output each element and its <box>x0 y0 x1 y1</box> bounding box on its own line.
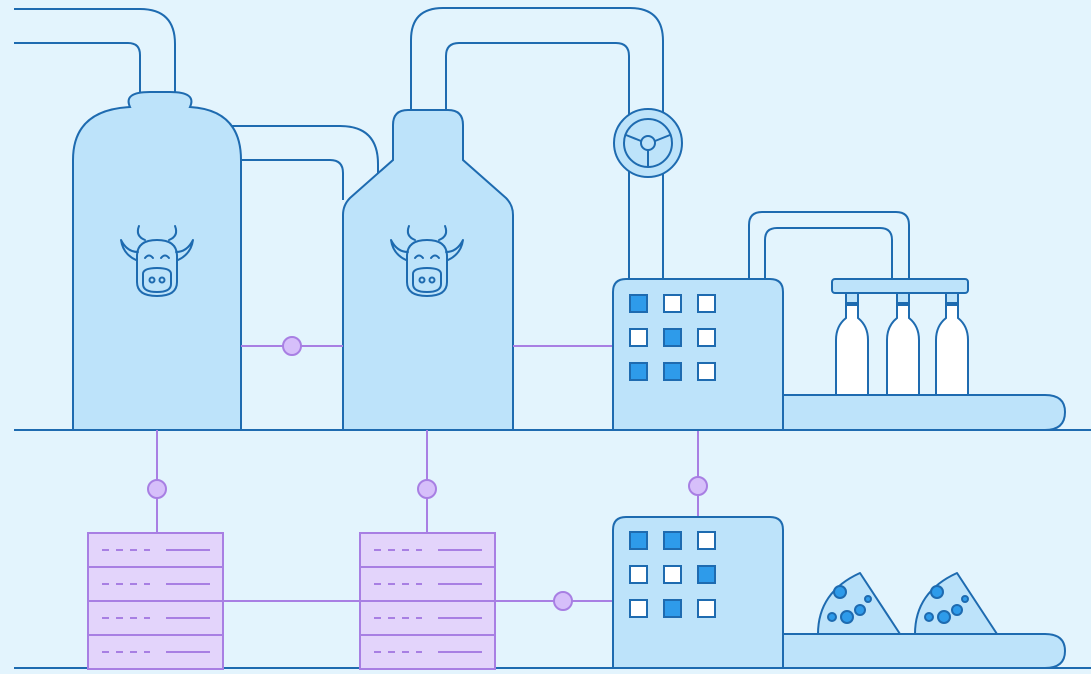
valve-spokes <box>625 134 671 166</box>
pipe-segment <box>445 42 630 279</box>
control-panel-body <box>612 278 784 431</box>
indicator-light <box>663 565 682 584</box>
pipe-segment <box>764 227 893 279</box>
network-node <box>417 479 437 499</box>
cheese-hole <box>937 610 951 624</box>
cow-nostril <box>418 276 426 284</box>
cheese-wedge-icon <box>914 572 998 635</box>
cheese-hole <box>951 604 963 616</box>
pipe-segment <box>229 125 379 180</box>
indicator-light <box>697 531 716 550</box>
cheese-hole <box>930 585 944 599</box>
indicator-grid <box>629 531 716 618</box>
indicator-light <box>663 362 682 381</box>
indicator-light <box>629 362 648 381</box>
milk-bottle-icon <box>835 304 869 396</box>
pipe-segment <box>14 42 141 95</box>
cow-ear <box>175 239 194 261</box>
tank-body <box>72 91 242 431</box>
pipe-segment <box>241 159 344 200</box>
cow-horn <box>438 225 448 241</box>
bottling-machine <box>612 278 1067 431</box>
pipe-segment <box>748 211 910 279</box>
indicator-light <box>697 565 716 584</box>
cow-snout <box>412 267 442 293</box>
network-node <box>282 336 302 356</box>
network-node <box>147 479 167 499</box>
cow-ear <box>390 239 409 261</box>
server-racks <box>87 532 496 670</box>
cow-nostril <box>148 276 156 284</box>
cheese-hole <box>854 604 866 616</box>
indicator-grid <box>629 294 716 381</box>
indicator-light <box>629 328 648 347</box>
tank-body <box>342 109 514 431</box>
cheese-hole <box>833 585 847 599</box>
cheese-hole <box>961 595 969 603</box>
cow-horn <box>406 225 416 241</box>
filler-nozzle <box>845 292 859 304</box>
cow-ear <box>120 239 139 261</box>
network-nodes <box>147 336 708 611</box>
server-rack-icon <box>87 532 224 670</box>
milk-bottle-icon <box>886 304 920 396</box>
cheese-hole <box>864 595 872 603</box>
cow-eye <box>414 254 424 259</box>
indicator-light <box>663 328 682 347</box>
cow-icon <box>120 225 194 297</box>
bottles <box>835 304 969 396</box>
indicator-light <box>663 531 682 550</box>
cheese-hole <box>924 612 934 622</box>
storage-tank-middle <box>342 109 514 431</box>
indicator-light <box>629 599 648 618</box>
cow-head <box>136 239 178 297</box>
filler-nozzle <box>896 292 910 304</box>
cow-head <box>406 239 448 297</box>
cow-nostril <box>428 276 436 284</box>
cow-nostril <box>158 276 166 284</box>
pipe-segment <box>14 8 176 95</box>
pipe-segment <box>410 7 664 279</box>
cow-icon <box>390 225 464 297</box>
cow-eye <box>144 254 154 259</box>
cow-horn <box>168 225 178 241</box>
server-unit <box>87 600 224 636</box>
milk-bottle-icon <box>935 304 969 396</box>
cow-eye <box>430 254 440 259</box>
storage-tank-left <box>72 91 242 431</box>
bottle-filler <box>831 278 969 304</box>
indicator-light <box>629 294 648 313</box>
conveyor-belt <box>779 394 1067 431</box>
steering-wheel-icon <box>613 108 683 178</box>
control-panel-body <box>612 516 784 669</box>
indicator-light <box>697 328 716 347</box>
network-node <box>688 476 708 496</box>
indicator-light <box>629 565 648 584</box>
filler-nozzle <box>945 292 959 304</box>
indicator-light <box>629 531 648 550</box>
cheese-wedges <box>817 572 998 635</box>
cheese-machine <box>612 516 1067 669</box>
cow-ear <box>445 239 464 261</box>
cow-snout <box>142 267 172 293</box>
cow-eye <box>160 254 170 259</box>
cow-horn <box>136 225 146 241</box>
server-rack-icon <box>359 532 496 670</box>
indicator-light <box>663 599 682 618</box>
indicator-light <box>697 599 716 618</box>
cheese-hole <box>840 610 854 624</box>
filler-manifold <box>831 278 969 294</box>
pipes <box>14 7 910 279</box>
network-node <box>553 591 573 611</box>
conveyor-belt <box>779 633 1067 669</box>
indicator-light <box>663 294 682 313</box>
indicator-light <box>697 294 716 313</box>
indicator-light <box>697 362 716 381</box>
cheese-wedge-icon <box>817 572 901 635</box>
cheese-hole <box>827 612 837 622</box>
valve-ring <box>623 118 673 168</box>
